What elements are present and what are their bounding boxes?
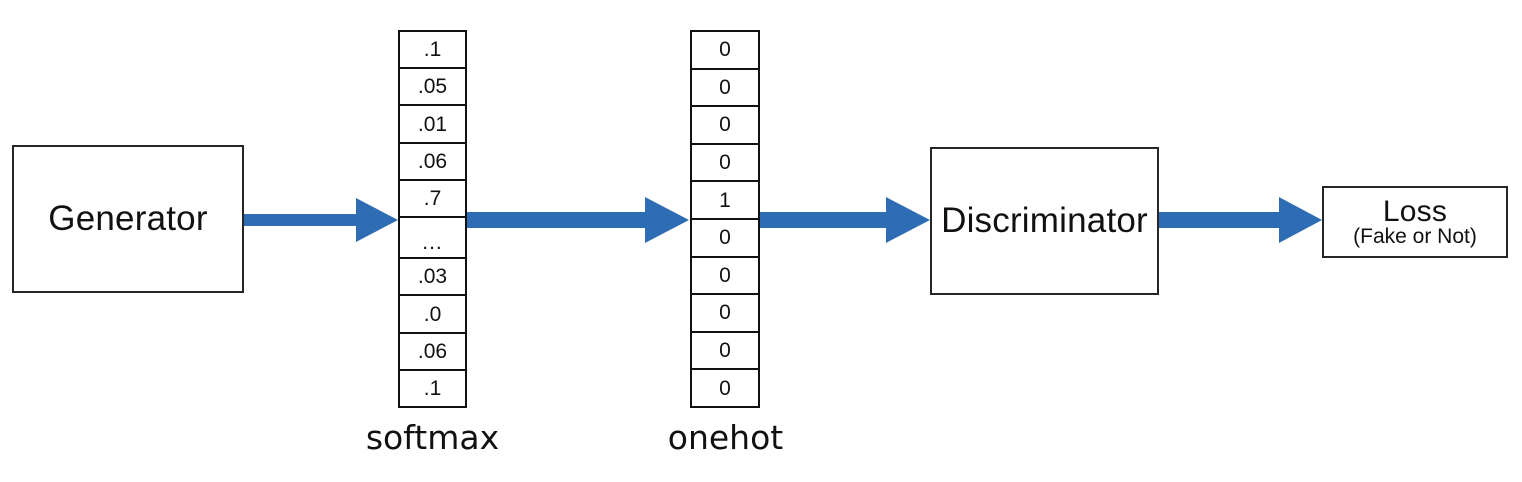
vector-cell: .0 [400, 296, 465, 334]
vector-cell: 0 [719, 376, 731, 400]
arrow-softmax-to-onehot [467, 197, 689, 243]
vector-cell: 0 [692, 295, 758, 333]
arrow-discriminator-to-loss [1159, 197, 1322, 243]
vector-cell: .05 [400, 69, 465, 107]
loss-label: Loss [1382, 194, 1448, 228]
vector-cell: 0 [692, 70, 758, 108]
vector-cell: .1 [423, 376, 442, 400]
discriminator-node: Discriminator [930, 147, 1159, 295]
vector-cell: .01 [400, 106, 465, 144]
softmax-caption: softmax [365, 418, 500, 457]
generator-label: Generator [48, 198, 208, 238]
vector-cell-ellipsis: ... [400, 218, 465, 260]
vector-cell: .03 [400, 259, 465, 297]
arrow-generator-to-softmax [244, 198, 398, 242]
vector-cell: .06 [400, 144, 465, 181]
onehot-vector-column: 0 0 0 0 1 0 0 0 0 0 [690, 30, 760, 408]
vector-cell: 0 [692, 145, 758, 183]
vector-cell: 0 [692, 107, 758, 145]
vector-cell: 0 [692, 32, 758, 70]
loss-sublabel: (Fake or Not) [1353, 225, 1477, 249]
vector-cell: .7 [400, 181, 465, 219]
vector-cell: 0 [692, 220, 758, 258]
vector-cell: .1 [400, 32, 465, 70]
vector-cell: 0 [692, 333, 758, 371]
vector-cell: .06 [400, 334, 465, 371]
softmax-vector-column: .1 .05 .01 .06 .7 ... .03 .0 .06 .1 [398, 30, 467, 408]
vector-cell: 0 [692, 258, 758, 296]
generator-node: Generator [12, 145, 244, 293]
vector-cell-hot: 1 [692, 182, 758, 220]
arrow-onehot-to-discriminator [760, 197, 930, 243]
loss-node: Loss (Fake or Not) [1322, 186, 1508, 258]
onehot-caption: onehot [667, 418, 784, 457]
discriminator-label: Discriminator [941, 200, 1148, 240]
